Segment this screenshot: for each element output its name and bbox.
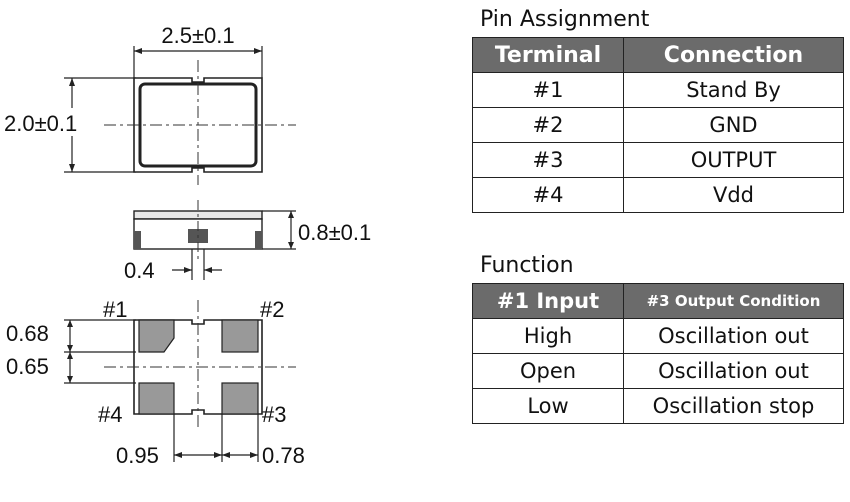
pin-label-3: #3 <box>262 402 286 427</box>
table-row: High Oscillation out <box>472 318 844 354</box>
pad-pitch-dim: 0.95 <box>116 443 159 468</box>
terminal-cell: #1 <box>472 72 624 108</box>
function-title: Function <box>480 253 574 278</box>
pad-3 <box>221 382 259 415</box>
terminal-header: Terminal <box>472 37 624 73</box>
table-row: #4 Vdd <box>472 177 844 213</box>
terminal-cell: #3 <box>472 142 624 178</box>
terminal-cell: #2 <box>472 107 624 143</box>
pad-width-dim: 0.78 <box>262 443 305 468</box>
pin-assignment-title: Pin Assignment <box>480 7 650 32</box>
thickness-dim: 0.8±0.1 <box>298 220 371 245</box>
input-cell: Open <box>472 353 624 389</box>
function-table: #1 Input #3 Output Condition High Oscill… <box>472 283 844 424</box>
top-width-dim: 2.5±0.1 <box>161 23 234 48</box>
input-cell: High <box>472 318 624 354</box>
output-condition-header: #3 Output Condition <box>623 283 844 319</box>
table-header-row: #1 Input #3 Output Condition <box>472 283 844 319</box>
gap-dim: 0.4 <box>124 258 155 283</box>
connection-cell: Vdd <box>623 177 844 213</box>
pin-label-1: #1 <box>103 297 127 322</box>
pin-label-2: #2 <box>260 297 284 322</box>
output-cell: Oscillation out <box>623 353 844 389</box>
pad-height-dim: 0.68 <box>6 321 49 346</box>
input-header: #1 Input <box>472 283 624 319</box>
table-header-row: Terminal Connection <box>472 37 844 73</box>
bottom-view: #1 #2 #3 #4 0.68 0.65 0.95 0.78 <box>6 297 305 468</box>
connection-cell: Stand By <box>623 72 844 108</box>
table-row: Open Oscillation out <box>472 353 844 389</box>
pad-2 <box>221 319 259 353</box>
terminal-cell: #4 <box>472 177 624 213</box>
package-drawing: 2.5±0.1 2.0±0.1 0.8±0.1 <box>4 23 371 468</box>
pin-assignment-table: Terminal Connection #1 Stand By #2 GND #… <box>472 37 844 213</box>
input-cell: Low <box>472 388 624 424</box>
table-row: #3 OUTPUT <box>472 142 844 178</box>
top-height-dim: 2.0±0.1 <box>4 111 77 136</box>
table-row: #1 Stand By <box>472 72 844 108</box>
output-cell: Oscillation stop <box>623 388 844 424</box>
table-row: #2 GND <box>472 107 844 143</box>
side-view: 0.8±0.1 0.4 <box>124 200 371 283</box>
pad-4 <box>138 382 175 415</box>
top-view: 2.5±0.1 2.0±0.1 <box>4 23 296 185</box>
connection-cell: GND <box>623 107 844 143</box>
pin-label-4: #4 <box>98 402 122 427</box>
connection-header: Connection <box>623 37 844 73</box>
output-cell: Oscillation out <box>623 318 844 354</box>
connection-cell: OUTPUT <box>623 142 844 178</box>
pad-1 <box>138 319 175 353</box>
table-row: Low Oscillation stop <box>472 388 844 424</box>
pad-gap-dim: 0.65 <box>6 354 49 379</box>
